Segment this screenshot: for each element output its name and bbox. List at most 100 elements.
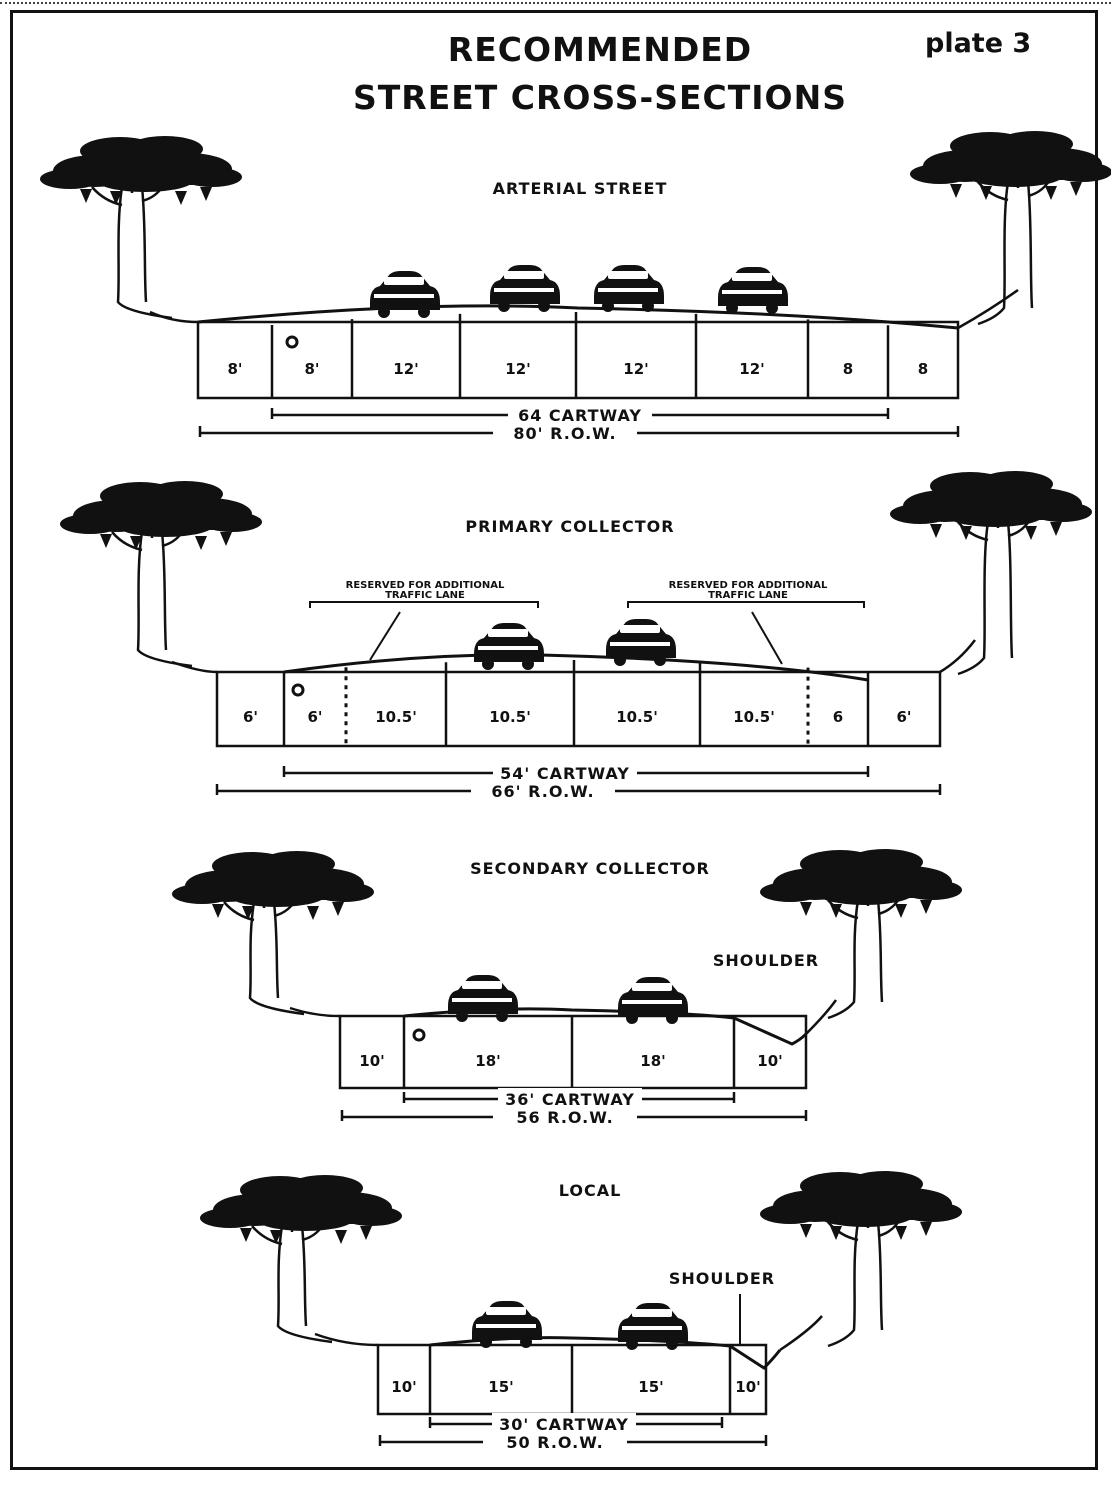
car-body bbox=[448, 975, 518, 1014]
tree-trunk-left-edge bbox=[827, 1221, 860, 1348]
tree-canopy-drip bbox=[130, 536, 142, 550]
dimension-label: 66' R.O.W. bbox=[491, 782, 594, 801]
tree-canopy-drip bbox=[220, 532, 232, 546]
car-wheel bbox=[654, 654, 666, 666]
primary-reserved-right-line1: RESERVED FOR ADDITIONAL bbox=[669, 580, 828, 591]
tree-canopy-blob bbox=[815, 879, 915, 905]
tree-branches bbox=[251, 1219, 328, 1246]
tree-canopy-blob bbox=[287, 1175, 363, 1201]
section-1-segment-label: 12' bbox=[505, 360, 530, 378]
tree-canopy-blob bbox=[172, 884, 232, 904]
car-wheel bbox=[666, 1338, 678, 1350]
primary-reserved-left-line2: TRAFFIC LANE bbox=[385, 590, 465, 601]
dimension-label-bg bbox=[498, 1088, 642, 1108]
tree-canopy-drip bbox=[1070, 182, 1082, 196]
section-4-segment-label: 10' bbox=[391, 1378, 416, 1396]
section-3-segment-label: 18' bbox=[640, 1052, 665, 1070]
tree-canopy-drip bbox=[895, 1226, 907, 1240]
primary-reserved-right-line2: TRAFFIC LANE bbox=[708, 590, 788, 601]
section-2-segment-label: 6' bbox=[307, 708, 322, 726]
secondary-shoulder-label: SHOULDER bbox=[713, 951, 819, 970]
dimension-label: 50 R.O.W. bbox=[506, 1433, 603, 1452]
tree-canopy-blob bbox=[60, 514, 120, 534]
tree-trunk-right-edge bbox=[876, 899, 884, 1003]
section-2-segment-label: 6' bbox=[896, 708, 911, 726]
tree-canopy-drip bbox=[1025, 526, 1037, 540]
car-wheel bbox=[522, 658, 534, 670]
section-2-segment-label: 6' bbox=[243, 708, 258, 726]
section-2-car bbox=[474, 623, 544, 670]
section-4-ground-line bbox=[314, 1332, 379, 1347]
section-4-right-tree bbox=[760, 1171, 962, 1348]
car-wheel bbox=[626, 1338, 638, 1350]
dimension-label: 36' CARTWAY bbox=[505, 1090, 635, 1109]
tree-canopy-blob bbox=[1052, 162, 1111, 182]
car-wheel bbox=[642, 300, 654, 312]
tree-canopy-drip bbox=[830, 1226, 842, 1240]
car-stripe bbox=[622, 1326, 682, 1330]
tree-canopy-blob bbox=[1032, 502, 1092, 522]
tree-canopy-blob bbox=[965, 161, 1065, 187]
tree-canopy-drip bbox=[175, 191, 187, 205]
tree-canopy-drip bbox=[800, 902, 812, 916]
section-1-car bbox=[490, 265, 560, 312]
primary-reserved-left-leader bbox=[369, 611, 401, 661]
plate-number: plate 3 bbox=[925, 28, 1032, 59]
car-stripe bbox=[610, 642, 670, 646]
section-4-segment-label: 15' bbox=[488, 1378, 513, 1396]
tree-canopy-drip bbox=[1050, 522, 1062, 536]
tree-canopy-blob bbox=[255, 1205, 355, 1231]
tree-canopy-blob bbox=[977, 471, 1053, 497]
car-wheel bbox=[626, 1012, 638, 1024]
tree-canopy-blob bbox=[847, 1171, 923, 1197]
section-1-base-box bbox=[196, 320, 960, 400]
section-4-left-tree bbox=[200, 1175, 402, 1344]
tree-canopy-blob bbox=[945, 501, 1045, 527]
car-window bbox=[462, 981, 502, 989]
dimension-label-bg bbox=[493, 422, 637, 442]
tree-trunk-left-edge bbox=[977, 181, 1010, 326]
car-wheel bbox=[520, 1336, 532, 1348]
car-wheel bbox=[496, 1010, 508, 1022]
dimension-label: 30' CARTWAY bbox=[499, 1415, 629, 1434]
car-wheel bbox=[614, 654, 626, 666]
car-window bbox=[384, 277, 424, 285]
primary-reserved-right-bracket bbox=[627, 601, 865, 608]
tree-canopy-blob bbox=[760, 882, 820, 902]
car-wheel bbox=[480, 1336, 492, 1348]
section-1-cartway-dimension bbox=[270, 404, 890, 424]
section-1-car bbox=[594, 265, 664, 312]
section-3-segment-label: 10' bbox=[359, 1052, 384, 1070]
tree-canopy-drip bbox=[830, 904, 842, 918]
section-1-utility-marker bbox=[285, 335, 299, 349]
dimension-label: 54' CARTWAY bbox=[500, 764, 630, 783]
section-2-segment-label: 10.5' bbox=[489, 708, 531, 726]
tree-canopy-drip bbox=[110, 191, 122, 205]
section-1-segment-label: 12' bbox=[623, 360, 648, 378]
section-1-ground-line bbox=[149, 310, 199, 324]
tree-canopy-drip bbox=[895, 904, 907, 918]
tree-trunk-right-edge bbox=[876, 1221, 884, 1331]
primary-reserved-right-leader bbox=[751, 611, 783, 665]
section-2-ground-line bbox=[171, 660, 218, 674]
tree-canopy-blob bbox=[182, 167, 242, 187]
tree-canopy-drip bbox=[242, 906, 254, 920]
tree-canopy-drip bbox=[920, 900, 932, 914]
section-1-left-tree bbox=[40, 136, 242, 320]
car-body bbox=[618, 977, 688, 1016]
dimension-label-bg bbox=[493, 1106, 637, 1126]
section-1-segment-label: 12' bbox=[393, 360, 418, 378]
car-stripe bbox=[494, 288, 554, 292]
section-3-utility-marker bbox=[412, 1028, 426, 1042]
dimension-label-bg bbox=[471, 780, 615, 800]
car-stripe bbox=[452, 998, 512, 1002]
title-line-2: STREET CROSS-SECTIONS bbox=[353, 78, 847, 117]
section-1-car bbox=[370, 271, 440, 318]
car-window bbox=[488, 629, 528, 637]
car-wheel bbox=[418, 306, 430, 318]
car-window bbox=[504, 271, 544, 279]
car-stripe bbox=[478, 646, 538, 650]
tree-canopy-blob bbox=[202, 512, 262, 532]
dimension-label-bg bbox=[492, 1413, 636, 1433]
top-dotted-edge bbox=[0, 2, 1111, 5]
